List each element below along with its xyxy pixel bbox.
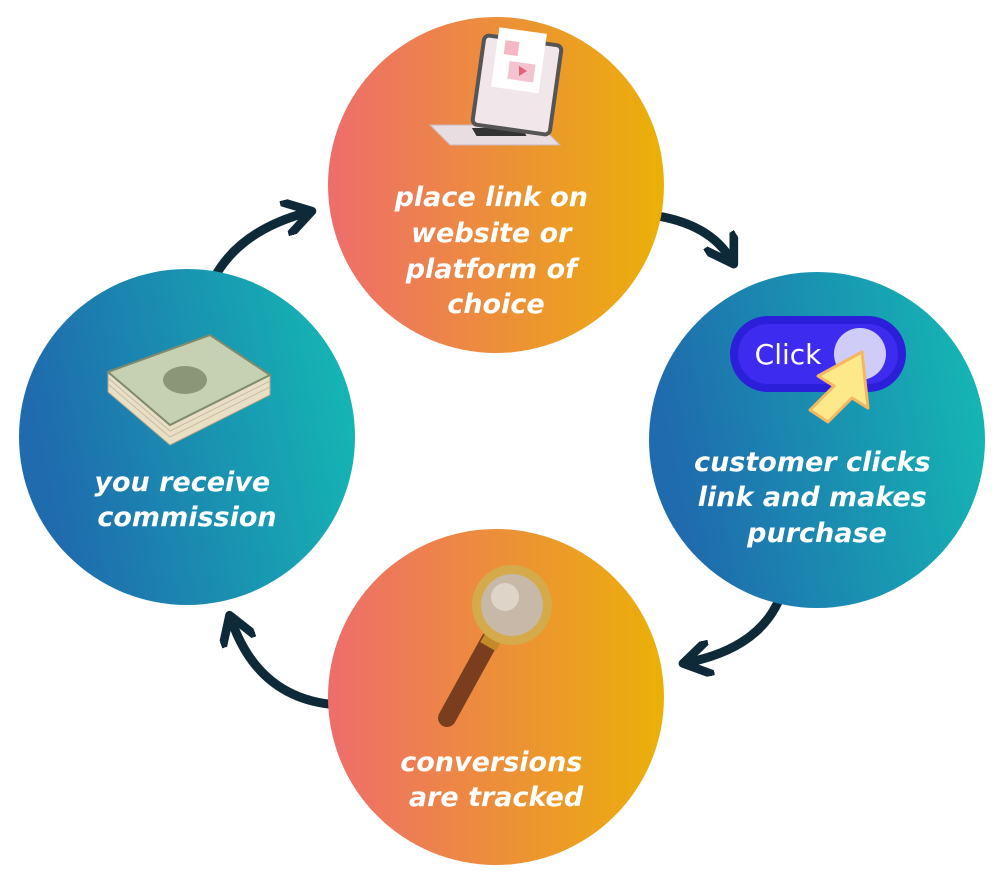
click-button-icon: Click: [730, 316, 906, 424]
step-circle-conversions: [328, 529, 664, 865]
label-conversions: conversions are tracked: [400, 747, 592, 813]
magnifier-icon: [438, 565, 552, 727]
label-place-link: place link on website or platform of cho…: [394, 182, 598, 320]
click-button-text: Click: [755, 338, 823, 371]
step-circle-place-link: [328, 17, 664, 353]
arrow-conversions-to-commission: [232, 622, 343, 710]
label-commission: you receive commission: [94, 467, 279, 533]
label-customer-clicks: customer clicks link and makes purchase: [694, 447, 940, 549]
money-stack-icon: [106, 333, 272, 446]
laptop-icon: [428, 27, 564, 146]
